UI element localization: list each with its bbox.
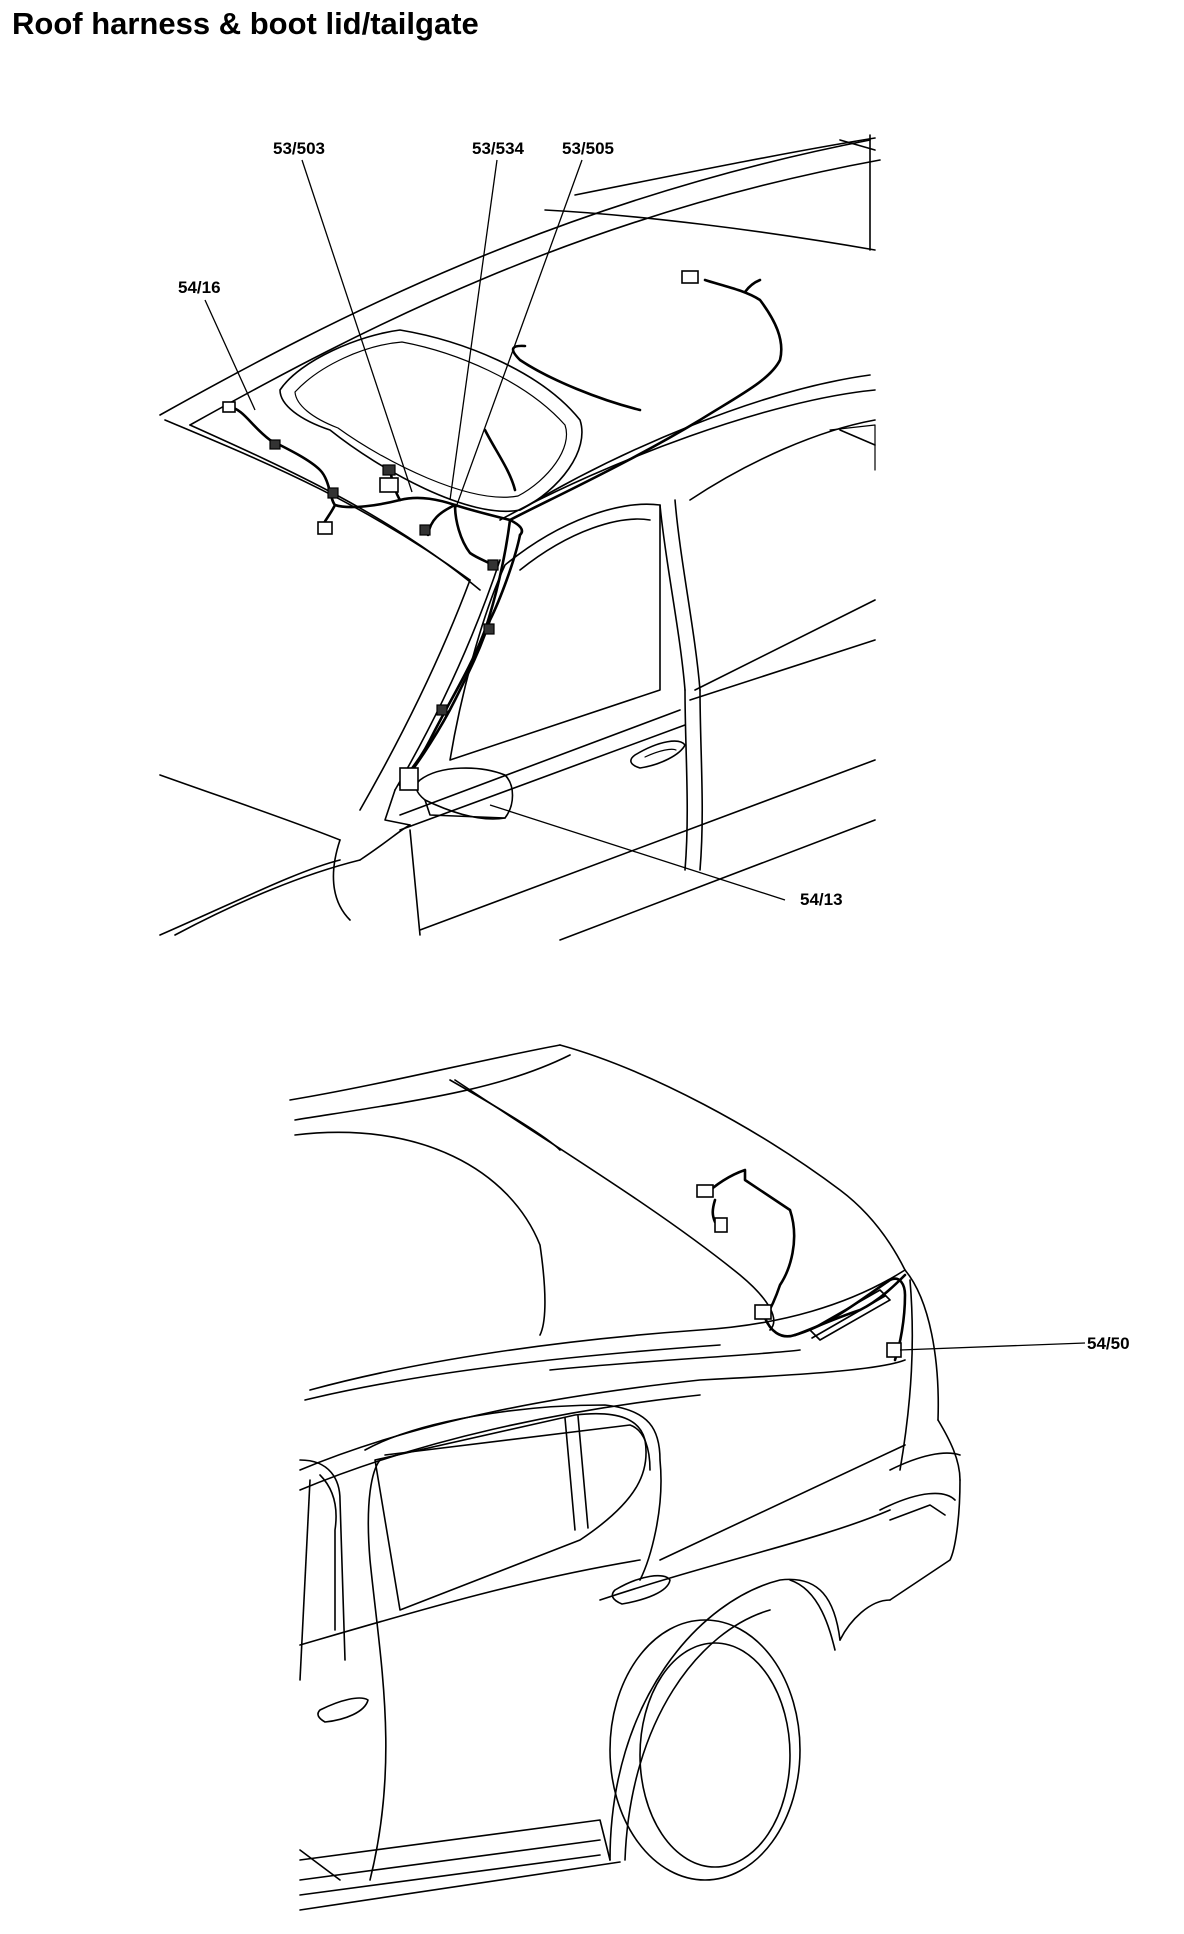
connector-boot-left: [714, 1217, 728, 1233]
connector-front-clip: [317, 521, 333, 535]
callout-53-505: 53/505: [562, 139, 614, 158]
roof-harness-wire: [226, 278, 783, 787]
callout-53-534: 53/534: [472, 139, 525, 158]
connector-54-16: [222, 401, 236, 413]
connector-54-50: [886, 1342, 902, 1358]
connector-roof-left: [269, 439, 281, 450]
boot-lid-illustration: 54/50: [289, 1044, 1130, 1911]
connector-a-pillar-upper: [483, 623, 495, 635]
page-title: Roof harness & boot lid/tailgate: [12, 6, 479, 41]
connector-rear-roof: [681, 270, 699, 284]
callout-53-503: 53/503: [273, 139, 325, 158]
boot-lid-light-bar: [809, 1289, 891, 1341]
connector-a-pillar-lower: [436, 704, 448, 716]
roof-harness-connectors: [222, 270, 699, 791]
roof-harness-illustration: 53/503 53/534 53/505 54/16 54/13: [159, 134, 881, 941]
callout-54-13: 54/13: [800, 890, 843, 909]
connector-roof-branch: [419, 524, 431, 536]
boot-callout-leader: [899, 1342, 1086, 1351]
callout-54-16: 54/16: [178, 278, 221, 297]
callout-54-50: 54/50: [1087, 1334, 1130, 1353]
roof-callout-leaders: [204, 159, 786, 901]
connector-53-505: [487, 559, 499, 571]
connector-54-13: [399, 767, 419, 791]
boot-lid-connectors: [696, 1184, 902, 1358]
car-body-rear-outline: [289, 1044, 961, 1911]
boot-lid-harness-wire: [703, 1168, 907, 1362]
connector-roof-front: [327, 487, 339, 499]
connector-boot-upper: [696, 1184, 714, 1198]
connector-boot-middle: [754, 1304, 772, 1320]
connector-53-503: [379, 477, 399, 493]
connector-roof-mid: [382, 464, 396, 476]
